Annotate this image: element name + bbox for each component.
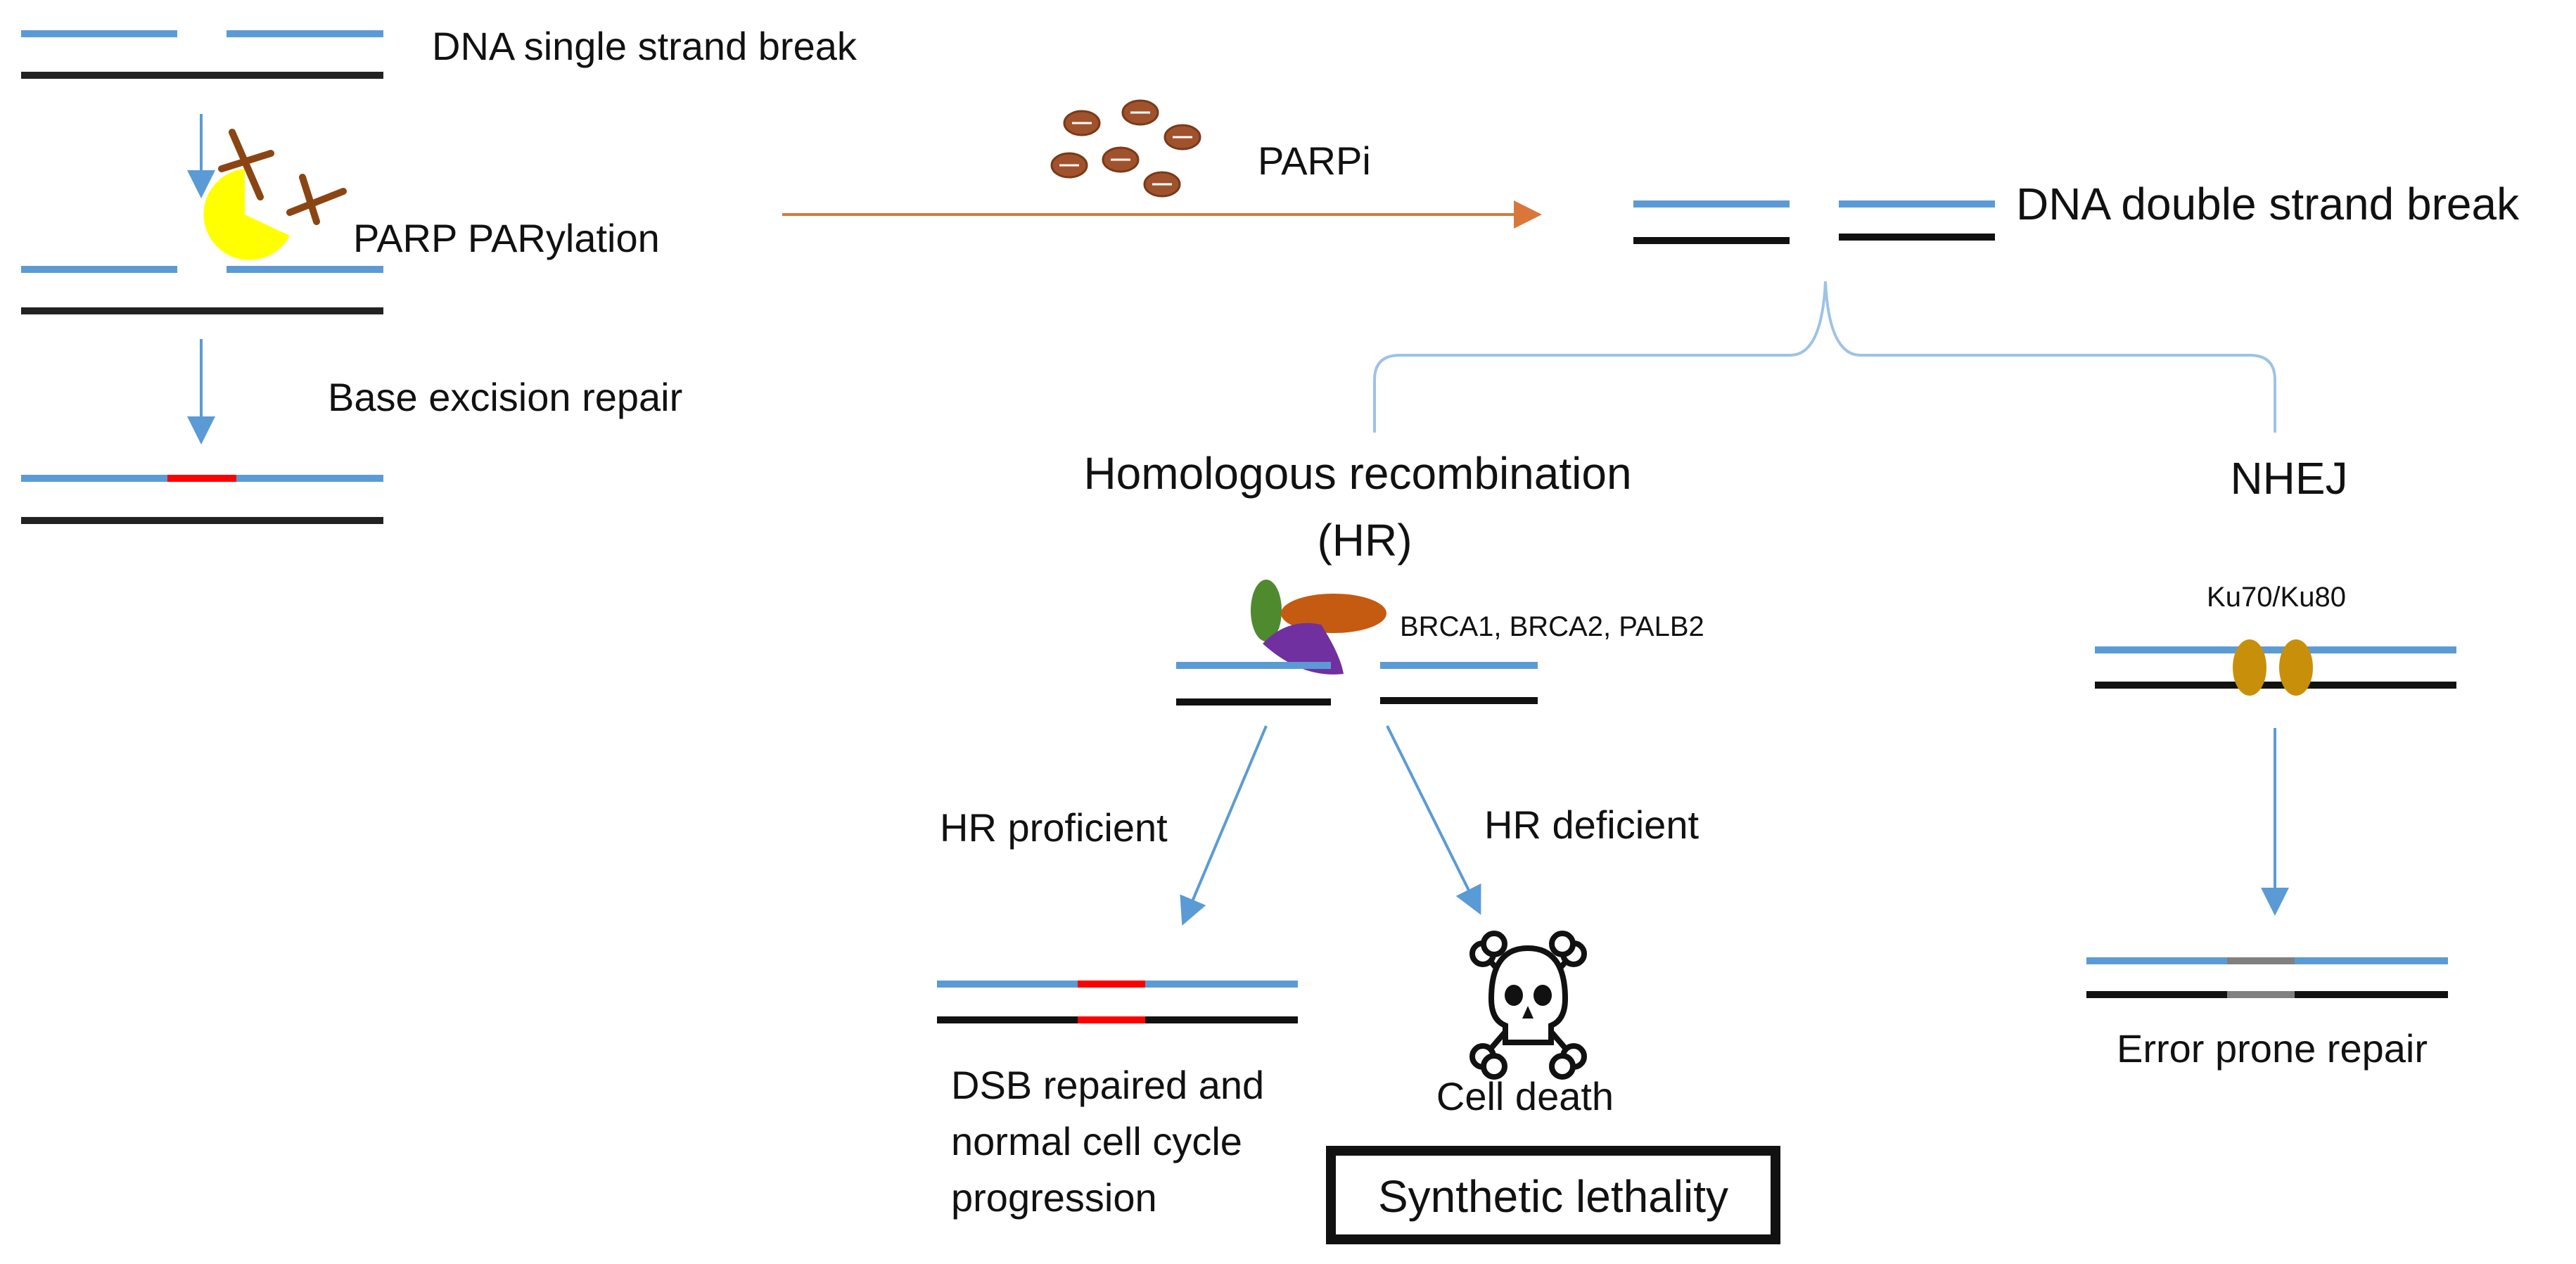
synthetic-lethality-box (1326, 1146, 1780, 1244)
hr-proficient-arrow (1180, 725, 1268, 926)
par-chain-icon (218, 129, 347, 225)
synthetic-lethality-label: Synthetic lethality (1378, 1171, 1728, 1222)
ku-label: Ku70/Ku80 (2207, 582, 2346, 613)
nhej-title: NHEJ (2230, 453, 2347, 504)
skull-crossbones-icon (1469, 931, 1587, 1080)
cell-death-label: Cell death (1436, 1074, 1614, 1118)
hr-deficient-arrow (1386, 725, 1481, 915)
hr-title-line2: (HR) (1317, 515, 1412, 566)
pill-marks (1059, 111, 1192, 186)
ku-dimer-icon (2233, 639, 2313, 696)
parp-label: PARP PARylation (353, 216, 660, 260)
hr-dna (1176, 662, 1538, 706)
ssb-label: DNA single strand break (432, 24, 857, 68)
dsb-repaired-line2: normal cell cycle (951, 1119, 1242, 1163)
dsb-label: DNA double strand break (2016, 179, 2520, 229)
ber-label: Base excision repair (328, 375, 682, 419)
hr-deficient-label: HR deficient (1484, 803, 1699, 847)
nhej-repaired-dna (2086, 957, 2448, 998)
parpi-label: PARPi (1258, 139, 1371, 183)
dsb-repaired-line1: DSB repaired and (951, 1063, 1264, 1107)
dsb-dna (1633, 200, 1995, 244)
brca-label: BRCA1, BRCA2, PALB2 (1400, 611, 1704, 642)
parp-dna (21, 266, 383, 314)
pathway-brace (1373, 281, 2276, 433)
nhej-dna (2095, 646, 2456, 689)
dsb-repaired-line3: progression (951, 1175, 1157, 1220)
brca-complex-icon (1251, 580, 1386, 675)
skull-face (1505, 985, 1552, 1019)
hr-repaired-dna (937, 981, 1298, 1023)
hr-proficient-label: HR proficient (940, 805, 1168, 850)
ssb-dna (21, 30, 383, 79)
error-prone-label: Error prone repair (2117, 1026, 2428, 1071)
ber-repaired-dna (21, 475, 383, 524)
parp-inhibitor-pill-icon (1050, 99, 1201, 198)
parp-enzyme-icon (203, 169, 290, 260)
hr-title-line1: Homologous recombination (1083, 448, 1631, 499)
